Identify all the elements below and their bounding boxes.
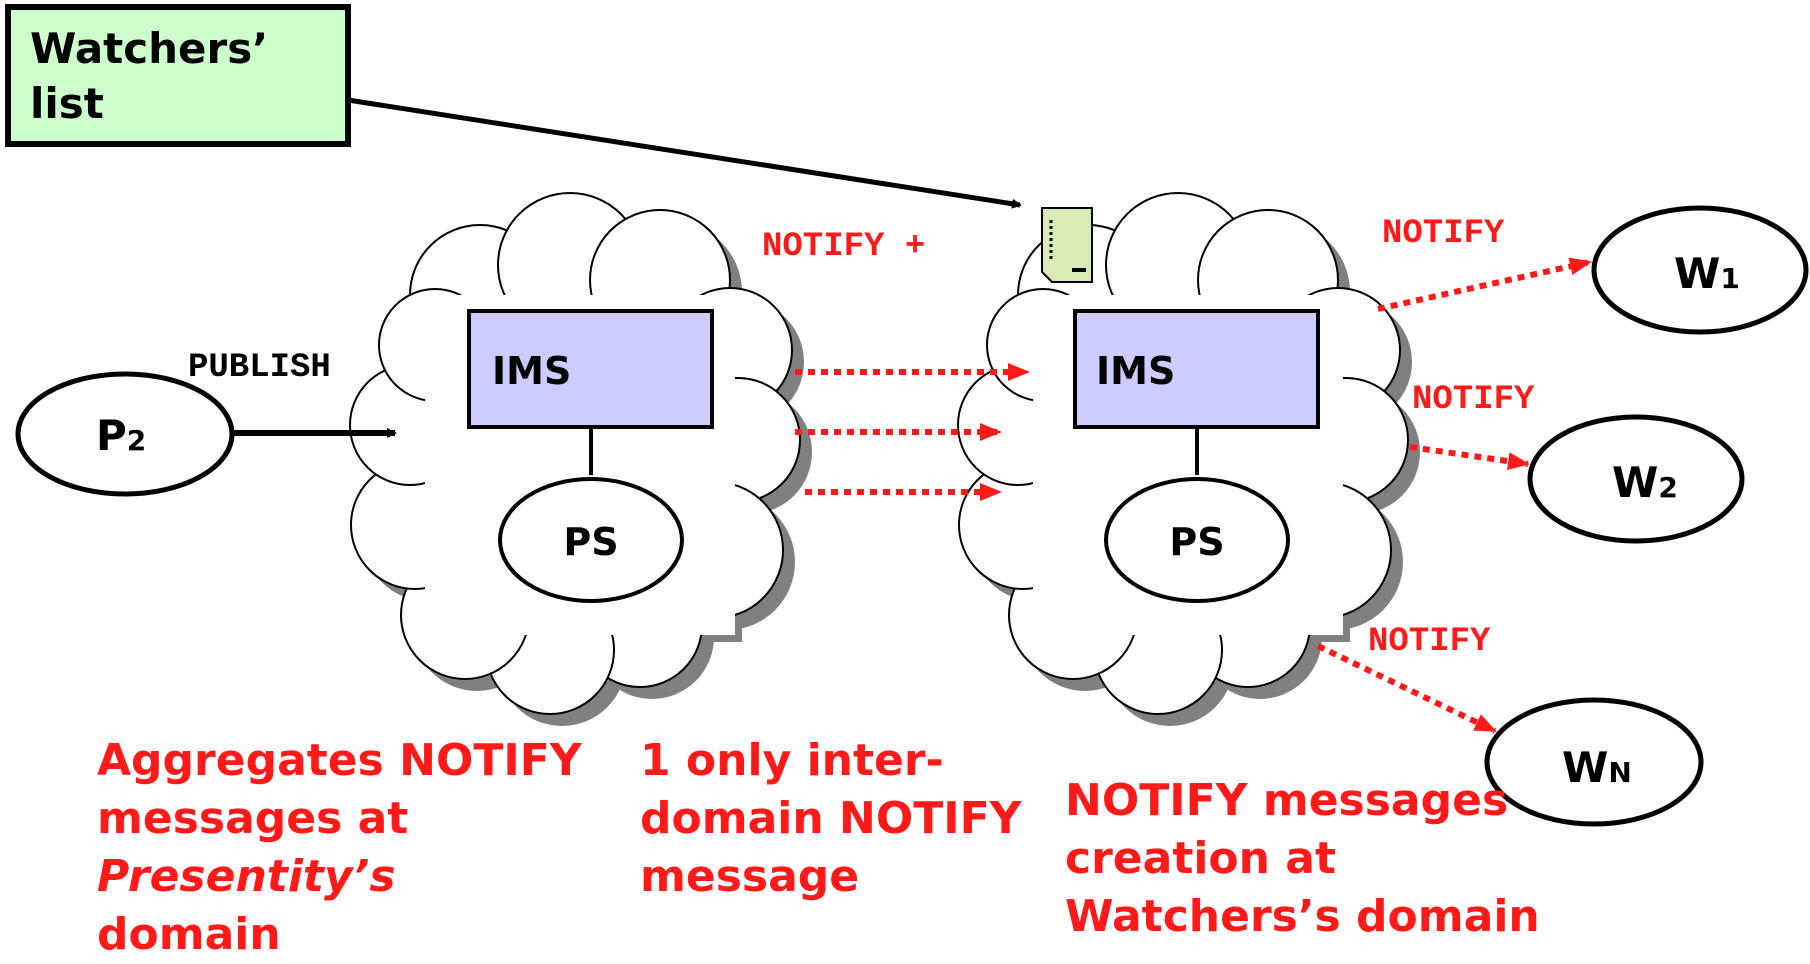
caption-right-line3: Watchers’s domain [1065,891,1540,942]
notify-arrow-w2 [1409,444,1530,471]
watchers-list-arrow [347,97,1022,209]
left-ims-label: IMS [492,349,571,393]
notify-label-w1: NOTIFY [1382,215,1505,253]
caption-left-line1: Aggregates NOTIFY [97,735,582,786]
notify-label-w2: NOTIFY [1412,381,1535,419]
document-icon [1041,207,1093,283]
caption-middle-line2: domain NOTIFY [640,793,1022,844]
publisher-label: P2 [96,411,146,460]
watcher-w2-node [1527,414,1745,544]
right-ims-box [1073,309,1320,429]
caption-left-line3: Presentity’s [97,851,396,902]
caption-middle: 1 only inter- domain NOTIFY message [640,732,1022,906]
left-ps-node [498,477,684,603]
watcher-w1-label: W1 [1674,249,1740,298]
watchers-list-note: Watchers’ list [5,4,351,147]
watcher-w2-label: W2 [1612,458,1678,507]
caption-left: Aggregates NOTIFY messages at Presentity… [97,732,582,964]
notify-plus-label: NOTIFY + [762,228,925,266]
caption-middle-line1: 1 only inter- [640,735,944,786]
left-domain-cloud [349,192,812,726]
right-ps-node [1104,477,1290,603]
notify-label-wn: NOTIFY [1368,623,1491,661]
watchers-list-line2: list [30,79,104,128]
caption-middle-line3: message [640,851,860,902]
watcher-wn-node [1484,697,1704,827]
left-ps-label: PS [563,520,618,564]
caption-left-line4: domain [97,909,281,960]
notify-arrow-wn [1316,643,1497,734]
right-domain-cloud [957,192,1420,726]
caption-left-line2: messages at [97,793,409,844]
right-ims-label: IMS [1096,349,1175,393]
watcher-wn-label: WN [1562,743,1632,792]
caption-right: NOTIFY messages creation at Watchers’s d… [1065,772,1540,946]
publish-label: PUBLISH [188,349,331,387]
notify-arrow-w1 [1377,257,1592,312]
watchers-list-line1: Watchers’ [30,24,268,73]
caption-right-line1: NOTIFY messages [1065,775,1509,826]
right-ps-label: PS [1169,520,1224,564]
watcher-w1-node [1591,205,1809,335]
left-ims-box [467,309,714,429]
caption-right-line2: creation at [1065,833,1337,884]
